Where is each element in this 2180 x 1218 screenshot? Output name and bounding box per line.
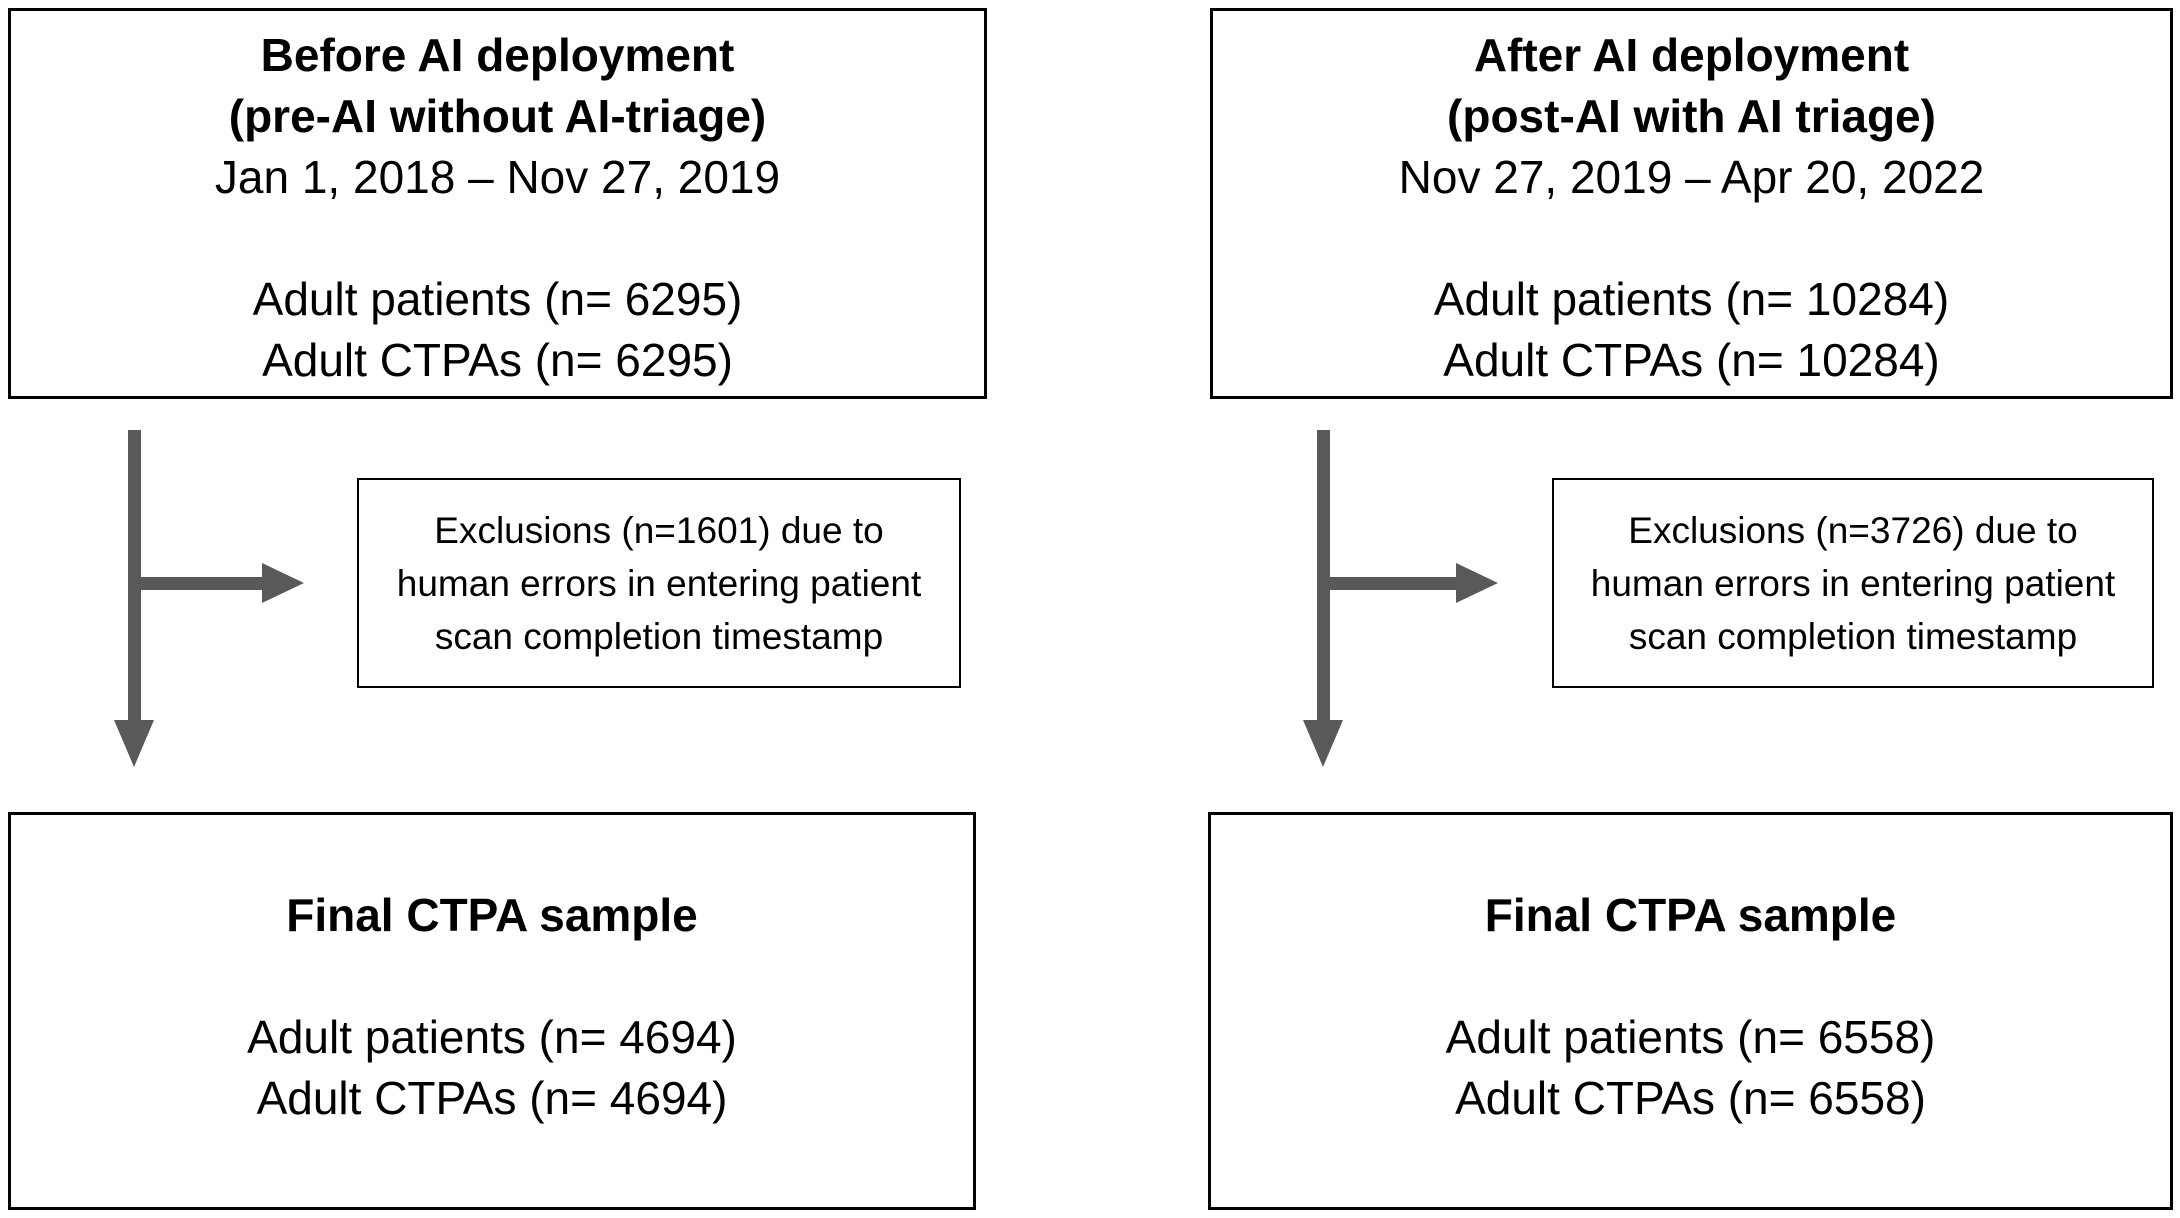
post-ai-branch-arrow-head-icon bbox=[1456, 563, 1498, 603]
pre-ai-down-arrow-line bbox=[128, 430, 141, 722]
post-ai-patients-count: Adult patients (n= 10284) bbox=[1433, 273, 1950, 325]
post-ai-final-title: Final CTPA sample bbox=[1484, 889, 1897, 941]
post-ai-final-ctpas-count: Adult CTPAs (n= 6558) bbox=[1455, 1072, 1926, 1124]
pre-ai-down-arrow-head-icon bbox=[114, 720, 154, 767]
pre-ai-final-ctpas-count: Adult CTPAs (n= 4694) bbox=[256, 1072, 728, 1124]
pre-ai-final-patients-count: Adult patients (n= 4694) bbox=[247, 1011, 737, 1063]
pre-ai-cohort-box: Before AI deployment (pre-AI without AI-… bbox=[8, 8, 987, 399]
pre-ai-title-line1: Before AI deployment bbox=[260, 29, 735, 81]
post-ai-exclusions-line1: Exclusions (n=3726) due to bbox=[1628, 509, 2078, 551]
pre-ai-branch-arrow-line bbox=[134, 577, 264, 590]
post-ai-cohort-box: After AI deployment (post-AI with AI tri… bbox=[1210, 8, 2173, 399]
blank-line bbox=[11, 946, 973, 1007]
pre-ai-date-range: Jan 1, 2018 – Nov 27, 2019 bbox=[214, 151, 781, 203]
pre-ai-ctpas-count: Adult CTPAs (n= 6295) bbox=[262, 334, 733, 386]
post-ai-title-line2: (post-AI with AI triage) bbox=[1447, 90, 1936, 142]
blank-line bbox=[1211, 946, 2170, 1007]
pre-ai-exclusions-line3: scan completion timestamp bbox=[434, 615, 884, 657]
blank-line bbox=[1213, 208, 2170, 269]
pre-ai-exclusions-line2: human errors in entering patient bbox=[396, 562, 922, 604]
pre-ai-final-title: Final CTPA sample bbox=[286, 889, 698, 941]
post-ai-date-range: Nov 27, 2019 – Apr 20, 2022 bbox=[1398, 151, 1985, 203]
post-ai-final-patients-count: Adult patients (n= 6558) bbox=[1445, 1011, 1936, 1063]
post-ai-ctpas-count: Adult CTPAs (n= 10284) bbox=[1443, 334, 1940, 386]
post-ai-final-sample-box: Final CTPA sample Adult patients (n= 655… bbox=[1208, 812, 2173, 1210]
blank-line bbox=[11, 208, 984, 269]
post-ai-exclusions-box: Exclusions (n=3726) due to human errors … bbox=[1552, 478, 2154, 688]
pre-ai-exclusions-line1: Exclusions (n=1601) due to bbox=[434, 509, 884, 551]
pre-ai-branch-arrow-head-icon bbox=[262, 563, 304, 603]
post-ai-exclusions-line3: scan completion timestamp bbox=[1628, 615, 2078, 657]
post-ai-down-arrow-line bbox=[1317, 430, 1330, 722]
post-ai-down-arrow-head-icon bbox=[1303, 720, 1343, 767]
pre-ai-exclusions-box: Exclusions (n=1601) due to human errors … bbox=[357, 478, 961, 688]
pre-ai-patients-count: Adult patients (n= 6295) bbox=[252, 273, 743, 325]
pre-ai-title-line2: (pre-AI without AI-triage) bbox=[228, 90, 767, 142]
post-ai-exclusions-line2: human errors in entering patient bbox=[1590, 562, 2116, 604]
pre-ai-final-sample-box: Final CTPA sample Adult patients (n= 469… bbox=[8, 812, 976, 1210]
post-ai-title-line1: After AI deployment bbox=[1473, 29, 1910, 81]
post-ai-branch-arrow-line bbox=[1323, 577, 1458, 590]
